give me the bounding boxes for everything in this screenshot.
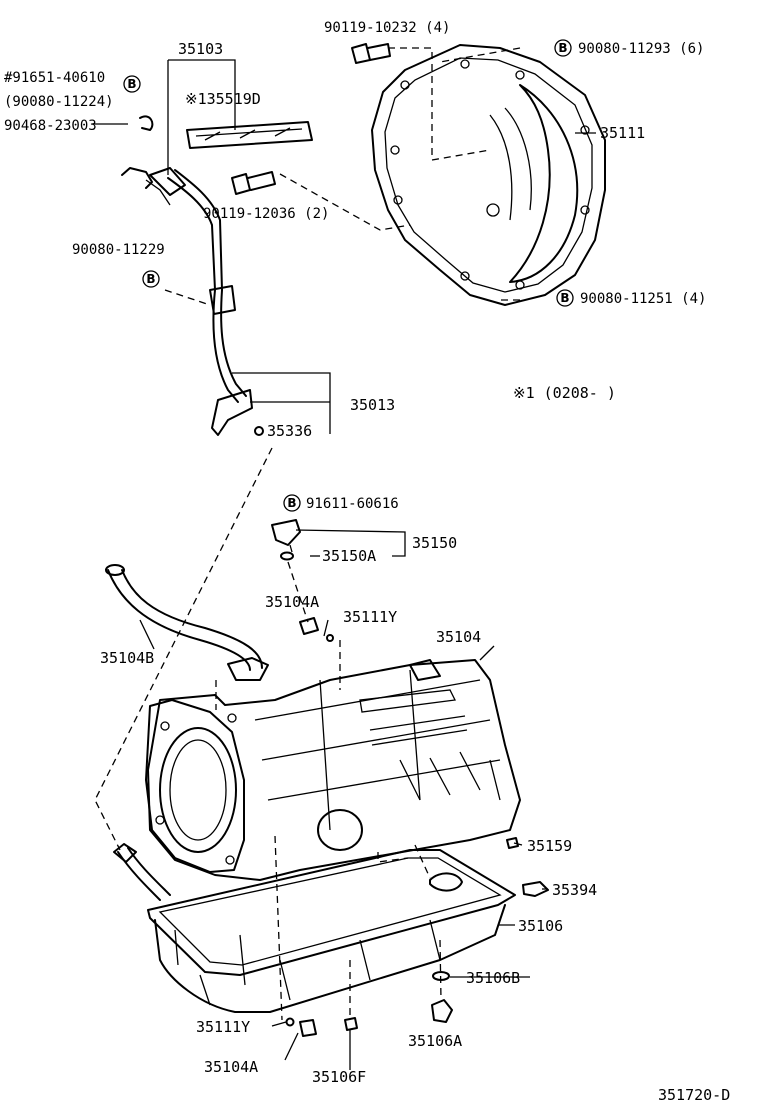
label-35106B: 35106B <box>466 969 520 987</box>
oil-pan-35106 <box>147 849 516 1013</box>
sensor-35150 <box>271 519 301 561</box>
label-135519D: ※135519D <box>185 90 261 108</box>
bell-housing-35111 <box>371 44 606 306</box>
diagram-id: 351720-D <box>658 1086 730 1104</box>
label-35159: 35159 <box>527 837 572 855</box>
label-35013: 35013 <box>350 396 395 414</box>
svg-text:B: B <box>287 496 296 510</box>
label-35103: 35103 <box>178 40 223 58</box>
label-35104A-top: 35104A <box>265 593 319 611</box>
label-90119-10232: 90119-10232 (4) <box>324 20 450 36</box>
dipstick-35103 <box>121 167 171 206</box>
label-35104: 35104 <box>436 628 481 646</box>
oring-35336 <box>254 426 264 436</box>
label-note-1: ※1 (0208- ) <box>513 384 616 402</box>
label-35336: 35336 <box>267 422 312 440</box>
hose-35104B <box>105 564 269 681</box>
svg-text:B: B <box>146 272 155 286</box>
label-35104A-bottom: 35104A <box>204 1058 258 1076</box>
b-marker-1: B <box>123 75 141 93</box>
label-35111Y-top: 35111Y <box>343 608 397 626</box>
label-90468-23003: 90468-23003 <box>4 118 97 134</box>
dashed-reference-lines <box>94 47 521 1021</box>
label-91611-60616: 91611-60616 <box>306 496 399 512</box>
label-90119-12036: 90119-12036 (2) <box>203 206 329 222</box>
dipstick-tube-35013 <box>149 167 253 436</box>
label-35394: 35394 <box>552 881 597 899</box>
label-91651-40610: #91651-40610 <box>4 70 105 86</box>
tube-lower-left <box>113 843 171 901</box>
svg-text:B: B <box>560 291 569 305</box>
b-marker-3: B <box>142 270 160 288</box>
bolt-90119-12036 <box>231 171 276 195</box>
label-35150A: 35150A <box>322 547 376 565</box>
b-marker-5: B <box>283 494 301 512</box>
label-90080-11229: 90080-11229 <box>72 242 165 258</box>
clip-90468-23003 <box>139 115 154 131</box>
label-90080-11293: 90080-11293 (6) <box>578 41 704 57</box>
b-marker-4: B <box>556 289 574 307</box>
label-90080-11251: 90080-11251 (4) <box>580 291 706 307</box>
label-35111Y-bottom: 35111Y <box>196 1018 250 1036</box>
label-35104B: 35104B <box>100 649 154 667</box>
gasket-135519D <box>186 121 313 149</box>
bolt-90119-10232 <box>351 43 391 64</box>
label-35111: 35111 <box>600 124 645 142</box>
b-marker-2: B <box>554 39 572 57</box>
svg-text:B: B <box>127 77 136 91</box>
leader-lines <box>92 59 596 1070</box>
label-35106: 35106 <box>518 917 563 935</box>
transmission-case-35104 <box>145 617 521 881</box>
label-35150: 35150 <box>412 534 457 552</box>
label-90080-11224: (90080-11224) <box>4 94 114 110</box>
svg-text:B: B <box>558 41 567 55</box>
small-parts <box>285 837 549 1037</box>
label-35106F: 35106F <box>312 1068 366 1086</box>
label-35106A: 35106A <box>408 1032 462 1050</box>
